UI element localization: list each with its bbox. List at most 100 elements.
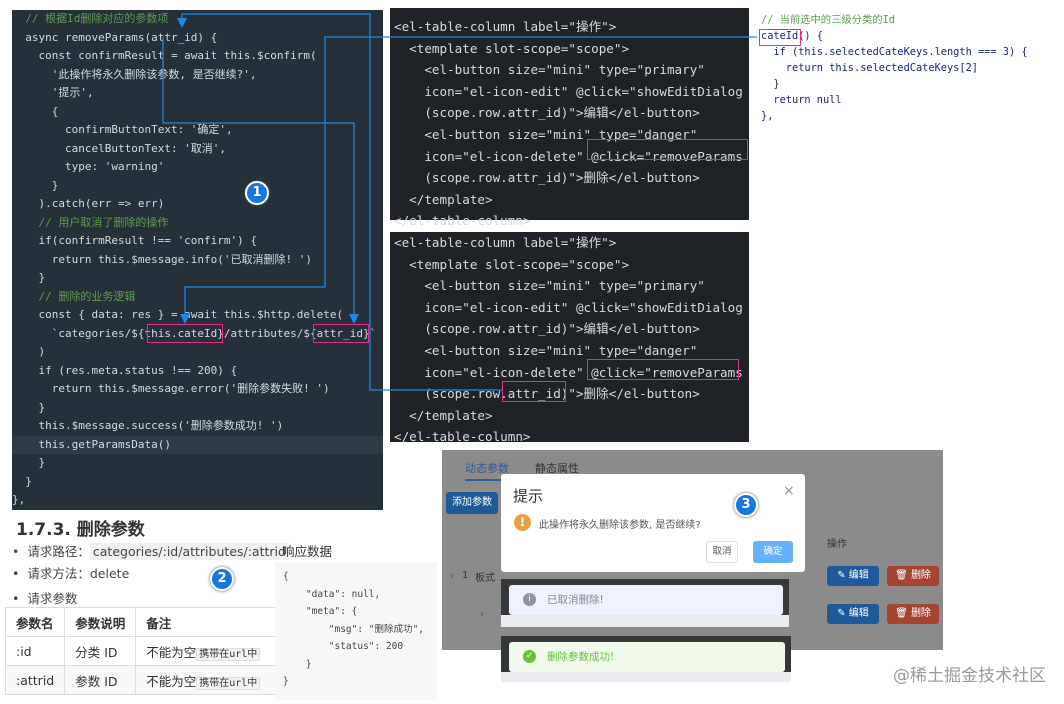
cell: :attrid [4, 665, 66, 695]
step-badge-3: 3 [734, 493, 758, 517]
delete-button[interactable]: 🗑 删除 [887, 604, 939, 624]
path-value: categories/:id/attributes/:attrid [89, 543, 289, 560]
edit-button[interactable]: ✎ 编辑 [827, 566, 879, 586]
code-line: } [12, 474, 32, 488]
code-line: return this.selectedCateKeys[2] [761, 62, 978, 74]
code-line: <el-button size="mini" type="primary" [394, 278, 705, 294]
code-line: <el-button size="mini" type="danger" [394, 342, 698, 358]
col-header: 参数说明 [64, 607, 137, 637]
code-line: (scope.row.attr_id)">编辑</el-button> [394, 321, 700, 337]
dialog-title: 提示 [513, 487, 544, 505]
code-line: } [12, 178, 59, 192]
code-line: </template> [394, 191, 493, 207]
code-line: <template slot-scope="scope"> [394, 40, 630, 56]
code-line: const { data: res } = await this.$http.d… [12, 308, 344, 321]
col-header: 参数名 [4, 607, 66, 637]
table-column-code-panel: <el-table-column label="操作"> <template s… [390, 8, 749, 228]
confirm-dialog: 提示 × ! 此操作将永久删除该参数, 是否继续? 取消 确定 [501, 474, 805, 572]
code-line: '提示', [12, 86, 94, 99]
watermark: @稀土掘金技术社区 [893, 666, 1046, 686]
code-line: ) [12, 345, 46, 358]
info-message: i 已取消删除! [509, 585, 783, 615]
ops-header: 操作 [827, 539, 847, 550]
request-path: 请求路径：categories/:id/attributes/:attrid [12, 541, 289, 560]
cell: :id [4, 636, 66, 666]
code-line: icon="el-icon-edit" @click="showEditDial… [394, 299, 743, 315]
path-label: 请求路径： [27, 544, 90, 559]
code-line: cancelButtonText: '取消', [12, 141, 227, 155]
edit-label: 编辑 [848, 570, 869, 581]
code-line: const confirmResult = await this.$confir… [12, 49, 317, 62]
response-title: 响应数据 [282, 544, 333, 559]
request-params-label: 请求参数 [12, 588, 77, 607]
code-line: return this.$message.info('已取消删除! ') [12, 252, 313, 266]
cancel-button[interactable]: 取消 [706, 541, 738, 563]
expand-chevron[interactable]: › [480, 607, 485, 620]
success-text: 删除参数成功! [547, 651, 615, 663]
request-method: 请求方法：delete [12, 563, 129, 582]
code-line: return this.$message.error('删除参数失败! ') [12, 382, 330, 395]
cell: 参数 ID [64, 665, 137, 695]
code-line: async removeParams(attr_id) { [12, 30, 218, 44]
code-line: } [12, 400, 46, 414]
info-icon: i [523, 593, 536, 606]
cell: 分类 ID [64, 636, 137, 666]
col-header: 备注 [135, 607, 278, 637]
code-line: // 删除的业务逻辑 [12, 289, 136, 303]
code-line: // 用户取消了删除的操作 [12, 215, 169, 229]
code-line: // 根据Id删除对应的参数项 [12, 12, 169, 25]
delete-label: 删除 [910, 570, 931, 581]
delete-label: 删除 [910, 608, 931, 619]
cell: 不能为空 [146, 673, 197, 689]
code-line: this.getParamsData() [12, 435, 383, 454]
tab-dynamic-params[interactable]: 动态参数 [465, 462, 509, 475]
warning-icon: ! [514, 514, 531, 531]
code-line: </template> [394, 407, 493, 423]
code-line: <el-table-column label="操作"> [394, 19, 617, 34]
code-line: if (res.meta.status !== 200) { [12, 363, 238, 377]
code-line: icon="el-icon-delete" @click="removePara… [394, 148, 743, 164]
code-line: } [761, 78, 780, 90]
code-line: // 当前选中的三级分类的Id [761, 14, 895, 26]
edit-label: 编辑 [848, 608, 869, 619]
response-body: { "data": null, "meta": { "msg": "删除成功",… [275, 562, 437, 700]
confirm-button[interactable]: 确定 [753, 541, 793, 563]
info-message-frame: i 已取消删除! [501, 579, 789, 627]
tab-static-attrs[interactable]: 静态属性 [535, 462, 579, 475]
code-line: ).catch(err => err) [12, 197, 165, 210]
code-line: <el-button size="mini" type="danger" [394, 126, 698, 142]
remove-params-code-panel: // 根据Id删除对应的参数项 async removeParams(attr_… [12, 10, 383, 510]
add-param-button[interactable]: 添加参数 [446, 492, 498, 514]
info-text: 已取消删除! [547, 594, 604, 606]
code-line: `categories/${this.cateId}/attributes/${… [12, 326, 377, 340]
code-line: '此操作将永久删除该参数, 是否继续?', [12, 67, 257, 81]
api-doc-section: 1.7.3. 删除参数 请求路径：categories/:id/attribut… [0, 510, 440, 704]
code-line: <el-button size="mini" type="primary" [394, 62, 705, 78]
cell: 不能为空 [146, 644, 197, 660]
code-line: return null [761, 94, 842, 106]
code-line: type: 'warning' [12, 160, 165, 173]
code-line: this.$message.success('删除参数成功! ') [12, 419, 284, 432]
code-line: (scope.row.attr_id)">删除</el-button> [394, 386, 700, 402]
step-badge-1: 1 [245, 181, 269, 205]
delete-button[interactable]: 🗑 删除 [887, 566, 939, 586]
row-index: 1 [462, 570, 469, 581]
code-line: if(confirmResult !== 'confirm') { [12, 234, 258, 247]
code-line: }, [761, 110, 774, 122]
code-line: } [12, 456, 46, 469]
success-message-frame: ✓删除参数成功! [501, 636, 791, 682]
code-line: (scope.row.attr_id)">删除</el-button> [394, 170, 700, 186]
code-line: icon="el-icon-edit" @click="showEditDial… [394, 83, 743, 99]
dialog-message: 此操作将永久删除该参数, 是否继续? [539, 520, 701, 531]
tag: 携带在url中 [196, 647, 261, 661]
code-line: <template slot-scope="scope"> [394, 256, 630, 272]
code-line: </el-table-column> [394, 429, 531, 445]
edit-button[interactable]: ✎ 编辑 [827, 604, 879, 624]
expand-chevron[interactable]: › [450, 569, 455, 582]
tab-underline [465, 479, 507, 481]
code-line: </el-table-column> [394, 213, 531, 229]
close-icon[interactable]: × [783, 483, 795, 499]
doc-title: 1.7.3. 删除参数 [16, 520, 145, 540]
code-line: cateId() { [761, 30, 823, 42]
